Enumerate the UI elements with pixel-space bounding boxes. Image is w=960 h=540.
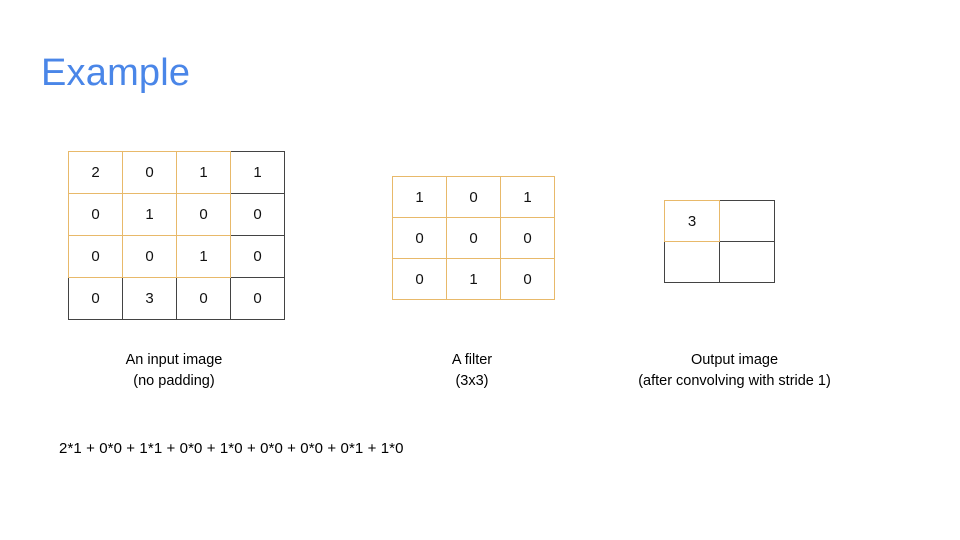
matrix-cell: 1 (230, 151, 285, 194)
matrix-cell: 0 (446, 217, 501, 259)
matrix-cell: 0 (500, 258, 555, 300)
matrix-cell: 0 (500, 217, 555, 259)
matrix-cell: 0 (122, 151, 177, 194)
matrix-cell: 0 (392, 258, 447, 300)
matrix-cell: 0 (68, 193, 123, 236)
matrix-row (664, 241, 775, 283)
matrix-cell: 1 (122, 193, 177, 236)
matrix-cell: 0 (122, 235, 177, 278)
input-caption-line-2: (no padding) (133, 373, 215, 389)
matrix-cell: 0 (392, 217, 447, 259)
output-image-matrix: 3 (664, 200, 775, 283)
matrix-cell: 0 (446, 176, 501, 218)
matrix-cell (719, 241, 775, 283)
output-caption-line-2: (after convolving with stride 1) (638, 373, 831, 389)
filter-caption-line-2: (3x3) (455, 373, 489, 389)
matrix-row: 3 (664, 200, 775, 242)
matrix-cell: 0 (230, 193, 285, 236)
matrix-cell (719, 200, 775, 242)
matrix-cell: 3 (122, 277, 177, 320)
page-title: Example (41, 52, 191, 94)
output-caption-line-1: Output image (690, 352, 779, 368)
input-image-caption: An input image (no padding) (54, 350, 294, 392)
convolution-equation: 2*1 + 0*0 + 1*1 + 0*0 + 1*0 + 0*0 + 0*0 … (59, 440, 404, 457)
matrix-cell: 0 (68, 235, 123, 278)
matrix-cell: 0 (176, 193, 231, 236)
matrix-cell: 3 (664, 200, 720, 242)
matrix-cell: 2 (68, 151, 123, 194)
matrix-cell: 0 (230, 277, 285, 320)
matrix-cell: 1 (392, 176, 447, 218)
matrix-cell (664, 241, 720, 283)
matrix-cell: 1 (176, 151, 231, 194)
filter-caption-line-1: A filter (451, 352, 493, 368)
matrix-cell: 1 (500, 176, 555, 218)
matrix-cell: 1 (176, 235, 231, 278)
filter-caption: A filter (3x3) (392, 350, 552, 392)
matrix-cell: 0 (230, 235, 285, 278)
matrix-cell: 0 (68, 277, 123, 320)
input-caption-line-1: An input image (125, 352, 223, 368)
matrix-cell: 1 (446, 258, 501, 300)
matrix-cell: 0 (176, 277, 231, 320)
output-image-caption: Output image (after convolving with stri… (592, 350, 877, 392)
